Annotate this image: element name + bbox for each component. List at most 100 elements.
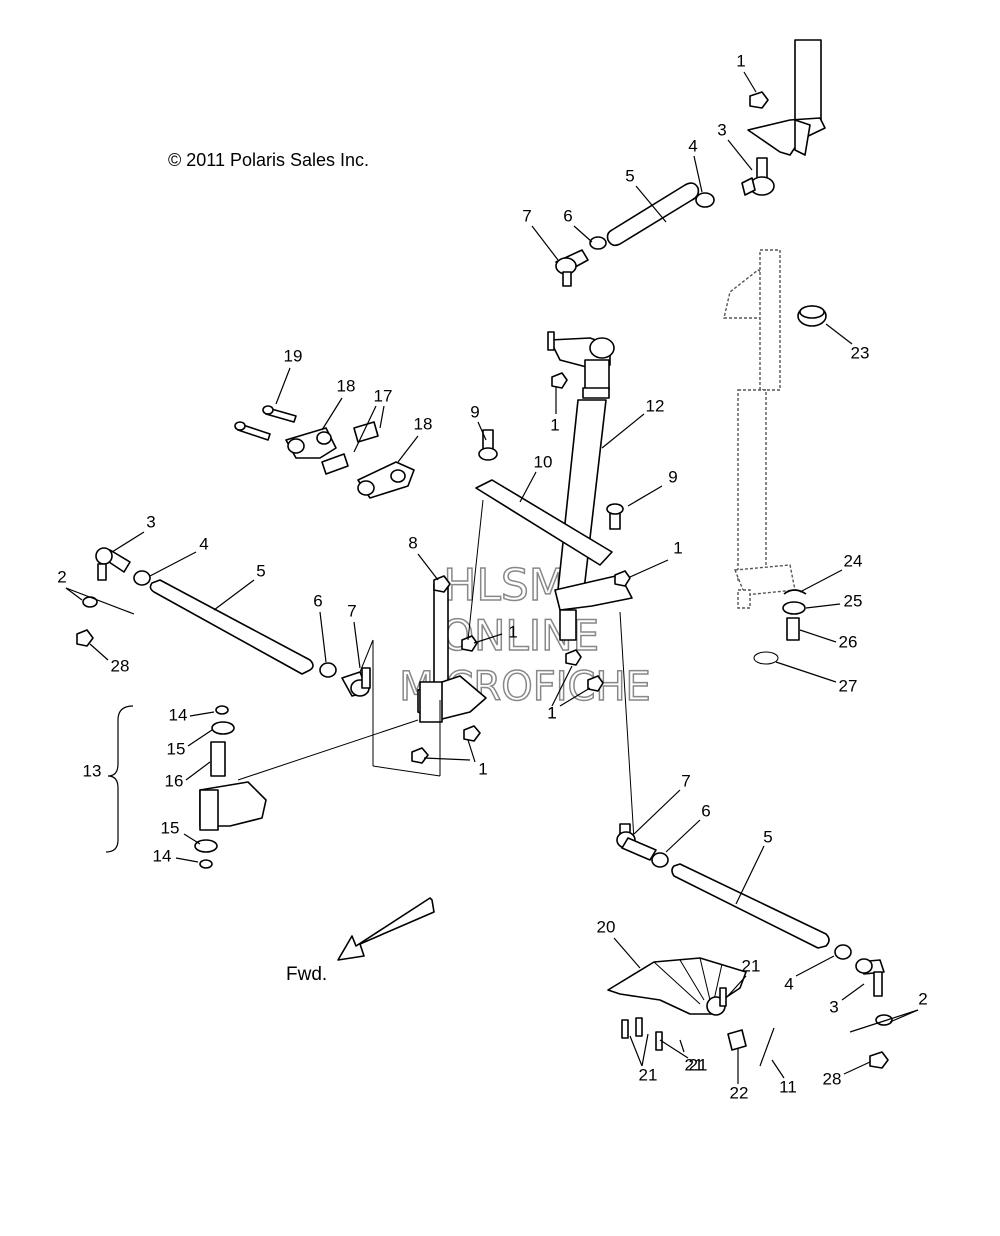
callout-5: 5: [256, 561, 265, 580]
leader-line: [519, 471, 537, 503]
leader-line: [743, 71, 757, 93]
leader-line: [795, 955, 835, 977]
callout-8: 8: [408, 533, 417, 552]
bushing-17a: [321, 453, 349, 475]
pivot-bracket-center: [417, 675, 487, 723]
steering-arm-10: [475, 479, 613, 566]
callout-15: 15: [167, 739, 186, 758]
upper-steering-column: [747, 39, 826, 156]
leader-line: [665, 819, 701, 853]
bushing-22: [727, 1029, 747, 1051]
leader-line: [725, 975, 747, 999]
callout-3: 3: [717, 120, 726, 139]
callout-6: 6: [701, 801, 710, 820]
leader-line: [841, 983, 865, 1001]
jam-nut-upper-4: [695, 192, 715, 208]
leader-line: [175, 857, 199, 863]
tie-rod-end-left-7: [341, 667, 371, 697]
leader-line: [213, 579, 255, 611]
leader-line: [353, 405, 377, 453]
callout-26: 26: [839, 632, 858, 651]
tie-rod-end-lower-7: [616, 823, 657, 861]
tie-rod-left-5: [149, 579, 314, 675]
callout-4: 4: [688, 136, 697, 155]
callout-14: 14: [169, 705, 188, 724]
nut-bracket-1b: [463, 725, 481, 742]
nut-center-1b: [614, 570, 631, 587]
callout-18: 18: [337, 376, 356, 395]
callout-21: 21: [639, 1065, 658, 1084]
pin-26: [786, 617, 800, 641]
nut-center-1a: [551, 372, 568, 389]
callout-9: 9: [668, 467, 677, 486]
washer-lower-2: [875, 1014, 893, 1026]
brace-13: [105, 705, 134, 853]
nut-left-28: [76, 629, 94, 647]
callout-1: 1: [478, 759, 487, 778]
callout-12: 12: [646, 396, 665, 415]
callout-5: 5: [625, 166, 634, 185]
callout-1: 1: [547, 703, 556, 722]
callout-14: 14: [153, 846, 172, 865]
pivot-bracket-13: [199, 781, 267, 831]
leader-line: [353, 621, 361, 669]
leader-line: [659, 1039, 689, 1059]
stud-8: [433, 575, 451, 695]
callout-4: 4: [199, 534, 208, 553]
callout-1: 1: [736, 51, 745, 70]
leader-line: [417, 553, 439, 581]
callout-16: 16: [165, 771, 184, 790]
nut-center-1c: [565, 649, 582, 666]
snap-ring-27: [753, 651, 779, 665]
leader-line: [467, 739, 476, 763]
svg-text:HLSM: HLSM: [443, 560, 567, 611]
callout-15: 15: [161, 818, 180, 837]
bolt-9-right: [606, 503, 624, 530]
cap-14-bottom: [199, 859, 213, 869]
bolt-19b: [234, 421, 271, 441]
callout-11: 11: [779, 1077, 797, 1096]
bushing-17b: [353, 421, 379, 443]
leader-line: [693, 155, 703, 193]
washer-15-top: [211, 721, 235, 735]
nut-lower-28: [869, 1051, 889, 1069]
tie-rod-end-upper-3: [741, 157, 775, 196]
screw-21d: [719, 987, 727, 1007]
leader-line: [185, 761, 211, 781]
callout-4: 4: [784, 974, 793, 993]
callout-3: 3: [829, 997, 838, 1016]
callout-5: 5: [763, 827, 772, 846]
callout-6: 6: [313, 591, 322, 610]
bushing-clamp-18-right: [357, 461, 415, 499]
leader-line: [321, 397, 343, 431]
forward-label: Fwd.: [286, 964, 327, 985]
leader-line: [641, 1033, 649, 1067]
leader-line: [771, 1059, 785, 1079]
callout-9: 9: [470, 402, 479, 421]
leader-line: [849, 1009, 919, 1033]
leader-line: [679, 1039, 685, 1053]
leader-line: [573, 225, 593, 243]
pin-11: [759, 1027, 775, 1067]
leader-line: [735, 845, 765, 905]
sleeve-16: [210, 741, 226, 777]
leader-line: [843, 1061, 871, 1075]
bolt-19a: [262, 405, 297, 423]
callout-24: 24: [844, 551, 863, 570]
callout-6: 6: [563, 206, 572, 225]
leader-line: [799, 629, 837, 643]
bolt-9-left: [478, 429, 498, 461]
callout-3: 3: [146, 512, 155, 531]
leader-line: [601, 413, 645, 449]
callout-2: 2: [57, 567, 66, 586]
callout-21: 21: [685, 1055, 704, 1074]
callout-23: 23: [851, 343, 870, 362]
leader-line: [613, 937, 641, 969]
leader-line: [379, 405, 385, 429]
callout-13: 13: [83, 761, 102, 780]
callout-labels: 1111111223334445556667778991011121314141…: [57, 51, 927, 1102]
leader-line: [149, 551, 197, 577]
leader-line: [633, 789, 681, 835]
callout-28: 28: [823, 1069, 842, 1088]
leader-line: [187, 729, 213, 747]
